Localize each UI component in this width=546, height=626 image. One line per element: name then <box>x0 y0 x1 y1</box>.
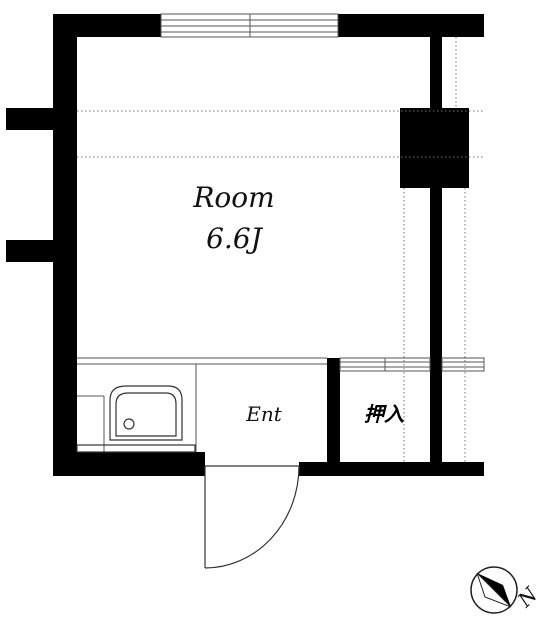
window-top <box>160 13 339 38</box>
wall-partition <box>327 358 340 462</box>
compass-icon: N <box>470 566 543 614</box>
room-size-label: 6.6J <box>206 222 264 255</box>
column <box>400 108 469 188</box>
room-name-label: Room <box>192 181 274 214</box>
wall-top-right <box>338 14 484 37</box>
wall-left <box>53 14 77 476</box>
wall-top-left <box>53 14 161 37</box>
interior-lines <box>77 357 327 452</box>
wall-bottom-right <box>299 462 484 476</box>
toilet-fixture <box>76 385 196 453</box>
closet-label: 押入 <box>364 402 404 426</box>
closet-doors <box>339 357 485 372</box>
wall-stub-upper <box>6 108 53 130</box>
entrance-label: Ent <box>245 402 282 426</box>
wall-bottom-left <box>53 452 205 476</box>
wall-stub-lower <box>6 240 53 262</box>
outer-walls <box>6 14 484 476</box>
dotted-lines <box>77 37 484 462</box>
wall-right-interior <box>430 37 442 462</box>
entrance-door <box>204 465 300 569</box>
